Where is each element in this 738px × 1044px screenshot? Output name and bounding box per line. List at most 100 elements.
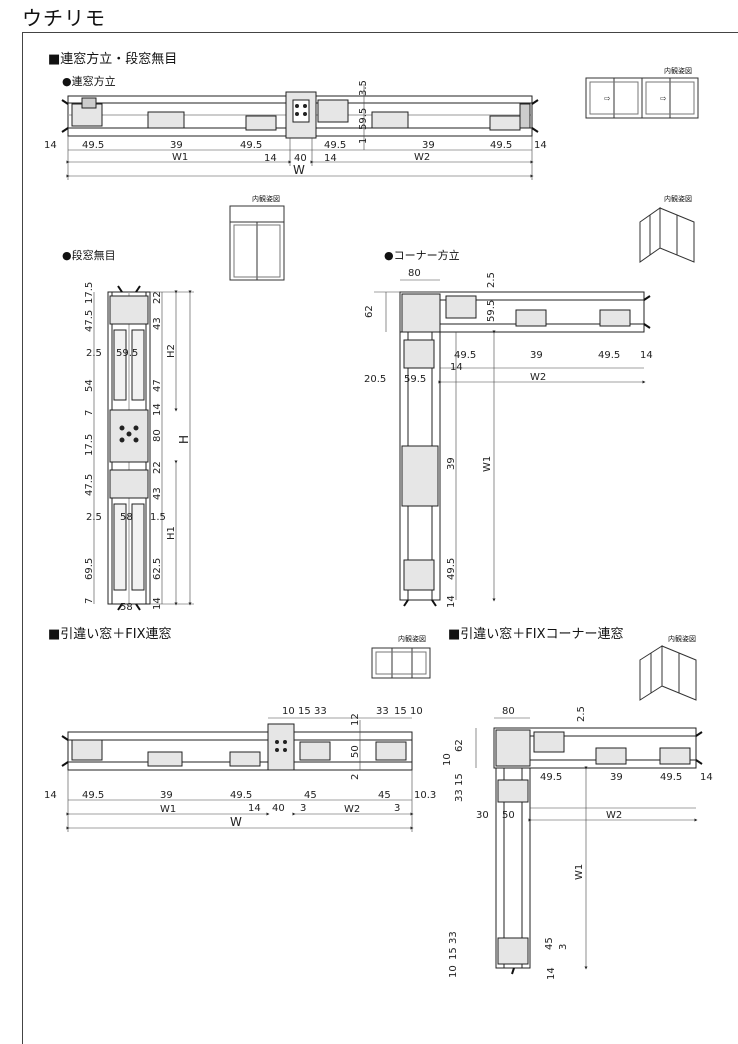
dim-label: 2.5 [86,512,102,523]
dim-label: 80 [502,706,515,717]
dims-hikichigai-fix [66,717,414,832]
dim-label: 14 [44,790,57,801]
dim-label: 15 [298,706,311,717]
subheading-corner-hodate: ●コーナー方立 [384,249,460,262]
dim-label: 14 [534,140,547,151]
dim-label: 33 [314,706,327,717]
caption-naikan-4: 内観姿図 [398,635,426,643]
dim-label: 10.3 [414,790,436,801]
dim-label-h2: H2 [166,344,177,358]
dim-label-h1: H1 [166,526,177,540]
page-frame-border [22,32,738,1044]
dim-labels-hikichigai-fix-corner: 80 2.5 62 10 33 15 49.5 39 49.5 14 30 50… [442,706,713,980]
dim-label: 14 [450,362,463,373]
dim-labels-renmado-hodate: 14 49.5 39 49.5 40 49.5 39 49.5 14 14 14… [44,80,547,177]
dim-label: 33 [376,706,389,717]
dim-label: 10 [442,753,453,766]
dim-label: 45 [544,937,555,950]
dims-corner-hodate [374,279,646,602]
dim-label-w2: W2 [530,372,546,383]
dims-danmado-mume [93,290,194,606]
dim-label: 7 [84,598,95,604]
dim-label: 20.5 [364,374,386,385]
dim-label: 58 [120,512,133,523]
dim-label: 2.5 [86,348,102,359]
dim-label: 62 [364,305,375,318]
dim-label: 14 [324,153,337,164]
svg-text:⇨: ⇨ [604,94,611,103]
dim-label: 59.5 [486,300,497,322]
dim-label: 59.5 [358,108,369,130]
caption-naikan-1: 内観姿図 [664,67,692,75]
subheading-renmado-hodate: ●連窓方立 [62,75,116,88]
dim-label: 80 [408,268,421,279]
dim-label: 40 [272,803,285,814]
dim-label: 3 [300,803,306,814]
dims-hikichigai-fix-corner [475,717,698,970]
dim-label: 39 [160,790,173,801]
dim-label: 14 [640,350,653,361]
dim-labels-hikichigai-fix: 10 15 33 33 15 10 12 50 2 14 49.5 39 49.… [44,706,436,829]
dim-label: 12 [350,713,361,726]
dim-label: 49.5 [230,790,252,801]
svg-text:⇨: ⇨ [660,94,667,103]
dim-label-w1: W1 [482,456,493,472]
section-heading-1: ■連窓方立・段窓無目 [48,52,178,67]
dim-label-w: W [230,815,242,829]
dim-label: 7 [84,410,95,416]
elevation-thumb-3 [639,207,695,263]
dim-label: 49.5 [454,350,476,361]
dim-label: 22 [152,461,163,474]
elevation-thumb-1: ⇨ ⇨ [585,77,699,119]
dim-label: 39 [422,140,435,151]
elevation-thumb-2 [229,205,285,281]
dim-label: 80 [152,429,163,442]
dim-label: 50 [350,745,361,758]
caption-naikan-3: 内観姿図 [664,195,692,203]
dim-label: 49.5 [660,772,682,783]
dim-label-w1: W1 [160,804,176,815]
dim-label: 3 [558,944,569,950]
dim-labels-danmado-mume: 17.5 47.5 2.5 59.5 54 7 17.5 47.5 2.5 58… [84,282,191,613]
dim-label: 39 [530,350,543,361]
caption-naikan-2: 内観姿図 [252,195,280,203]
plan-hikichigai-fix-corner [493,727,703,975]
dim-label: 14 [152,403,163,416]
dim-label: 49.5 [540,772,562,783]
dim-label: 47 [152,379,163,392]
dim-label: 15 [454,773,465,786]
dim-label: 33 [448,931,459,944]
dim-label: 14 [248,803,261,814]
dim-label: 54 [84,379,95,392]
subheading-danmado-mume: ●段窓無目 [62,249,116,262]
dim-labels-corner-hodate: 80 62 2.5 59.5 49.5 39 49.5 14 14 20.5 5… [364,268,653,608]
dim-label: 2 [350,774,361,780]
dim-label: 10 [282,706,295,717]
dim-label: 1.5 [150,512,166,523]
dim-label: 49.5 [446,558,457,580]
plan-hikichigai-fix [61,723,413,771]
dim-label: 49.5 [82,140,104,151]
dim-label: 3 [394,803,400,814]
dim-label: 49.5 [240,140,262,151]
dim-label: 43 [152,317,163,330]
dim-label: 14 [546,967,557,980]
dim-label-w2: W2 [414,152,430,163]
dim-label: 49.5 [82,790,104,801]
elevation-thumb-5 [639,645,697,701]
dim-label: 17.5 [84,282,95,304]
dim-label-w1: W1 [172,152,188,163]
dim-label: 47.5 [84,474,95,496]
dim-label: 3.5 [358,80,369,96]
plan-corner-hodate [399,291,651,607]
dim-label-w2: W2 [344,804,360,815]
dim-label: 30 [476,810,489,821]
dims-renmado-hodate [66,84,534,180]
section-heading-2: ■引違い窓＋FIX連窓 [48,627,172,642]
dim-label: 14 [700,772,713,783]
dim-label: 47.5 [84,310,95,332]
dim-label: 43 [152,487,163,500]
dim-label: 2.5 [486,272,497,288]
dim-label-h: H [177,435,191,444]
